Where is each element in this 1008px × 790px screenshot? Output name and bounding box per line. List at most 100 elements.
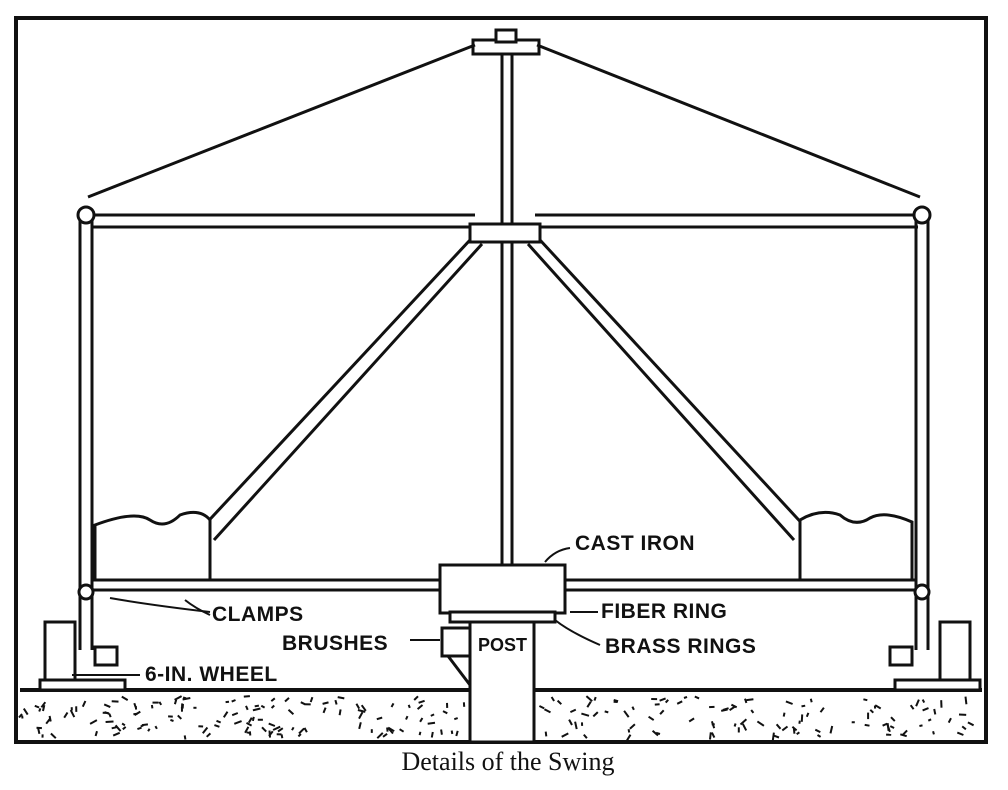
gravel-mark (45, 717, 51, 725)
label-fiber-ring: FIBER RING (601, 600, 727, 623)
gravel-mark (147, 728, 151, 732)
gravel-mark (683, 695, 688, 699)
gravel-mark (538, 705, 545, 710)
label-brass-rings: BRASS RINGS (605, 635, 756, 658)
guy-rods (87, 43, 921, 199)
gravel-mark (659, 709, 665, 715)
gravel-mark (297, 733, 302, 738)
gravel-mark (376, 716, 383, 721)
gravel-mark (268, 722, 276, 727)
gravel-mark (243, 695, 250, 698)
gravel-mark (114, 724, 122, 732)
gravel-mark (355, 703, 361, 710)
gravel-mark (623, 710, 630, 718)
gravel-mark (150, 704, 154, 709)
gravel-mark (568, 719, 573, 726)
gravel-mark (277, 727, 284, 733)
gravel-mark (247, 717, 253, 724)
gravel-mark (261, 726, 267, 733)
gravel-mark (550, 696, 555, 702)
gravel-mark (816, 734, 822, 738)
gravel-mark (863, 698, 868, 702)
gravel-mark (246, 731, 251, 735)
figure-caption: Details of the Swing (401, 747, 614, 776)
gravel-mark (629, 723, 636, 730)
gravel-mark (309, 696, 314, 703)
gravel-mark (631, 706, 635, 711)
gravel-mark (173, 699, 178, 705)
gravel-mark (69, 709, 76, 718)
gravel-mark (440, 729, 443, 735)
gravel-mark (933, 708, 937, 715)
gravel-mark (63, 711, 69, 719)
gravel-mark (387, 727, 394, 735)
gravel-mark (89, 719, 98, 725)
gravel-mark (592, 711, 599, 718)
gravel-mark (574, 721, 578, 730)
left-wheel (38, 620, 127, 692)
gravel-mark (170, 718, 174, 722)
gravel-mark (427, 721, 436, 725)
gravel-mark (739, 718, 748, 726)
gravel-mark (922, 707, 929, 712)
gravel-mark (746, 698, 754, 702)
gravel-mark (357, 709, 366, 713)
upper-arms (92, 213, 918, 244)
right-wheel (888, 620, 982, 692)
right-seat (798, 510, 914, 582)
gravel-mark (688, 717, 695, 723)
gravel-mark (902, 729, 908, 736)
gravel-mark (581, 712, 590, 717)
gravel-mark (964, 696, 968, 705)
gravel-mark (627, 729, 631, 733)
gravel-mark (648, 715, 655, 721)
gravel-mark (741, 723, 748, 731)
gravel-mark (413, 695, 419, 701)
gravel-mark (651, 730, 659, 737)
gravel-mark (809, 698, 813, 703)
gravel-mark (756, 720, 765, 727)
gravel-mark (722, 707, 729, 711)
gravel-mark (133, 702, 137, 708)
gravel-mark (245, 705, 249, 711)
gravel-mark (418, 699, 425, 704)
gravel-mark (455, 730, 459, 737)
gravel-mark (407, 704, 411, 709)
gravel-mark (141, 723, 149, 727)
gravel-mark (376, 732, 384, 739)
gravel-mark (655, 731, 661, 735)
gravel-mark (121, 722, 126, 727)
gravel-mark (108, 713, 112, 718)
gravel-mark (272, 725, 281, 731)
gravel-mark (664, 699, 669, 704)
gravel-mark (222, 711, 229, 718)
brushes-bracket (440, 626, 472, 686)
gravel-mark (919, 724, 923, 727)
gravel-mark (791, 725, 798, 732)
gravel-mark (543, 708, 551, 714)
gravel-mark (886, 724, 891, 733)
gravel-mark (216, 719, 222, 724)
label-post: POST (478, 635, 527, 655)
gravel-mark (360, 704, 367, 712)
gravel-mark (81, 700, 87, 708)
gravel-mark (771, 732, 775, 741)
gravel-mark (819, 707, 825, 713)
gravel-mark (450, 730, 454, 735)
gravel-mark (453, 717, 459, 721)
gravel-mark (932, 730, 935, 735)
gravel-mark (915, 699, 920, 707)
gravel-mark (22, 708, 29, 716)
gravel-mark (750, 709, 755, 714)
gravel-mark (785, 700, 793, 705)
gravel-mark (358, 722, 362, 730)
gravel-mark (298, 727, 305, 735)
gravel-mark (244, 726, 250, 734)
gravel-mark (909, 704, 915, 710)
gravel-mark (544, 731, 548, 737)
gravel-mark (246, 722, 253, 727)
gravel-mark (967, 721, 975, 727)
gravel-mark (231, 712, 239, 717)
gravel-mark (659, 697, 666, 702)
